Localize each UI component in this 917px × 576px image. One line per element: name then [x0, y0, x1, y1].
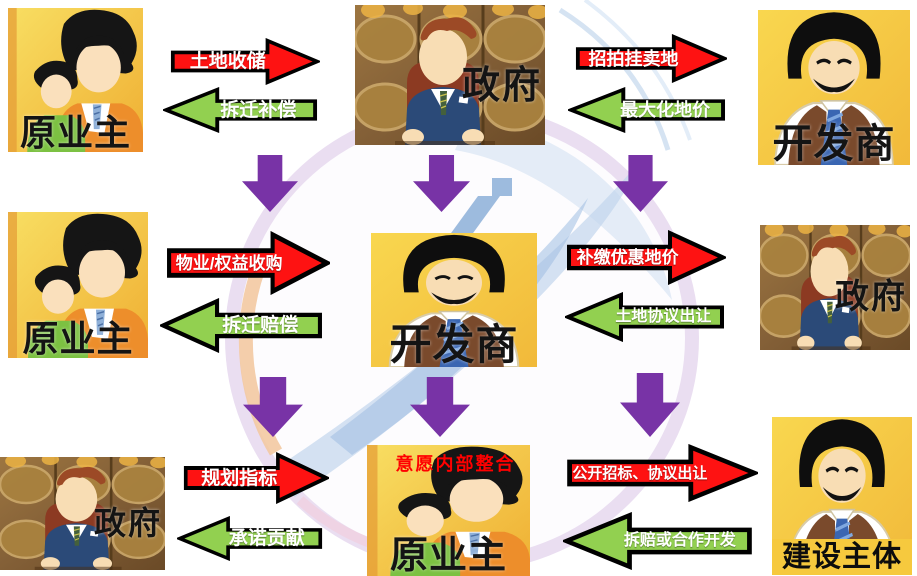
red-arrow-land-reserve: 土地收储	[170, 38, 320, 85]
node-label: 原业主	[22, 318, 134, 358]
red-arrow-planning-indicators: 规划指标	[183, 452, 329, 504]
red-arrow-auction-land-sale: 招拍挂卖地	[575, 34, 727, 83]
green-arrow-land-agreement-transfer: 土地协议出让	[565, 292, 725, 342]
red-arrow-pay-preferential-land-price: 补缴优惠地价	[566, 230, 726, 285]
arrow-label: 公开招标、协议出让	[572, 464, 708, 482]
arrow-label: 土地收储	[189, 51, 266, 72]
node-original-owner-1: 原业主	[8, 8, 143, 152]
down-arrow-icon	[620, 373, 680, 437]
node-developer-1: 开发商	[758, 10, 910, 165]
construction-entity-label-strip: 建设主体	[772, 539, 912, 575]
node-government-2: 政府	[760, 225, 910, 350]
node-government-1: 政府	[355, 5, 545, 145]
arrow-label: 承诺贡献	[228, 528, 305, 549]
node-label: 政府	[461, 64, 542, 107]
red-arrow-public-bidding-agreement-transfer: 公开招标、协议出让	[566, 444, 758, 502]
arrow-label: 物业/权益收购	[175, 253, 283, 273]
node-original-owner-2: 原业主	[8, 212, 148, 358]
node-label: 原业主	[389, 535, 507, 576]
arrow-label: 拆迁赔偿	[222, 315, 299, 336]
node-original-owner-3: 意愿内部整合 原业主	[367, 445, 530, 576]
arrow-label: 招拍挂卖地	[588, 48, 679, 69]
node-label: 原业主	[19, 112, 131, 152]
node-label: 政府	[835, 278, 907, 316]
arrow-label: 土地协议出让	[615, 308, 712, 325]
arrow-label: 规划指标	[201, 467, 278, 489]
arrow-label: 最大化地价	[620, 100, 711, 120]
down-arrow-icon	[613, 155, 668, 212]
green-arrow-demolition-compensation: 拆迁补偿	[163, 87, 318, 133]
arrow-label: 补缴优惠地价	[576, 248, 679, 267]
node-label: 政府	[93, 504, 162, 541]
red-arrow-property-equity-acquisition: 物业/权益收购	[166, 231, 330, 295]
node-label: 开发商	[389, 321, 519, 367]
overlay-willing-integration-text: 意愿内部整合	[395, 454, 516, 474]
down-arrow-icon	[243, 377, 303, 437]
down-arrow-icon	[242, 155, 298, 212]
green-arrow-maximize-land-price: 最大化地价	[568, 87, 726, 133]
right-arrow-shape	[170, 38, 320, 85]
green-arrow-demolition-indemnity: 拆迁赔偿	[160, 298, 323, 353]
arrow-label: 拆赔或合作开发	[623, 532, 736, 549]
green-arrow-promise-contribution: 承诺贡献	[177, 516, 323, 561]
node-label: 开发商	[772, 122, 896, 165]
down-arrow-icon	[413, 155, 470, 212]
arrow-label: 拆迁补偿	[220, 99, 297, 121]
node-developer-2: 开发商	[371, 233, 537, 367]
node-construction-entity: 建设主体	[772, 417, 912, 575]
node-label: 建设主体	[781, 540, 902, 573]
green-arrow-compensation-or-joint-development: 拆赔或合作开发	[563, 512, 753, 570]
node-government-3: 政府	[0, 457, 165, 570]
down-arrow-icon	[410, 377, 470, 437]
